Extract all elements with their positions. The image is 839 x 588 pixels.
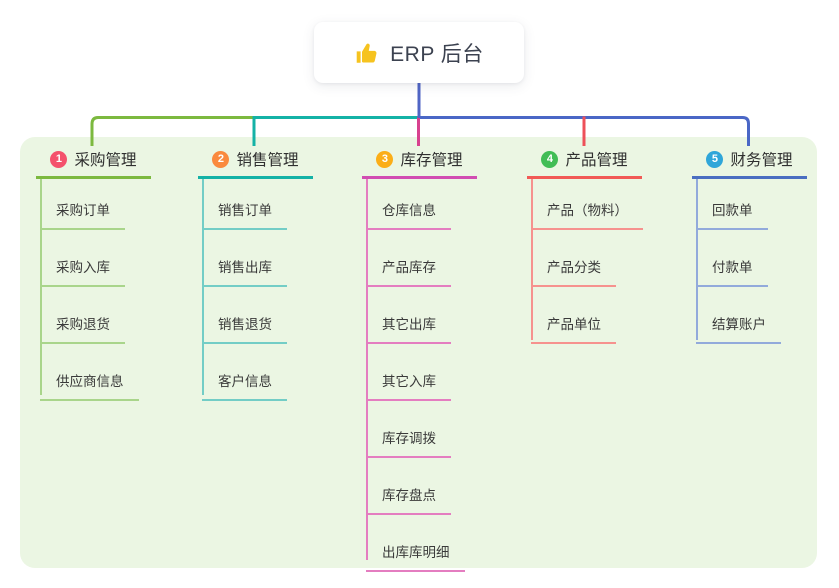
child-label: 回款单	[712, 203, 753, 218]
child-label: 产品库存	[382, 260, 436, 275]
branch-title: 财务管理	[730, 152, 793, 169]
child-label: 产品分类	[547, 260, 601, 275]
child-node[interactable]: 产品库存	[366, 230, 451, 287]
child-node[interactable]: 其它入库	[366, 344, 451, 401]
child-label: 库存调拨	[382, 431, 436, 446]
branch-child-line	[696, 179, 698, 340]
child-label: 产品单位	[547, 317, 601, 332]
child-node[interactable]: 采购退货	[40, 287, 125, 344]
branch-title: 销售管理	[236, 152, 299, 169]
child-node[interactable]: 产品分类	[531, 230, 616, 287]
child-node[interactable]: 回款单	[696, 179, 768, 230]
child-node[interactable]: 采购入库	[40, 230, 125, 287]
branch-sales: 2 销售管理 销售订单 销售出库 销售退货 客户信息	[198, 146, 313, 401]
child-node[interactable]: 产品单位	[531, 287, 616, 344]
child-node[interactable]: 采购订单	[40, 179, 125, 230]
branch-product: 4 产品管理 产品（物料） 产品分类 产品单位	[527, 146, 643, 344]
branch-title: 采购管理	[74, 152, 137, 169]
child-label: 其它入库	[382, 374, 436, 389]
branch-title: 库存管理	[400, 152, 463, 169]
branch-inventory: 3 库存管理 仓库信息 产品库存 其它出库 其它入库 库存调拨 库存盘点 出库库…	[362, 146, 477, 572]
branch-child-line	[531, 179, 533, 340]
child-node[interactable]: 结算账户	[696, 287, 781, 344]
branch-finance-header[interactable]: 5 财务管理	[692, 146, 807, 179]
branch-title: 产品管理	[565, 152, 628, 169]
child-node[interactable]: 销售订单	[202, 179, 287, 230]
branch-number-badge: 1	[50, 150, 68, 168]
branch-purchase: 1 采购管理 采购订单 采购入库 采购退货 供应商信息	[36, 146, 151, 401]
child-node[interactable]: 出库库明细	[366, 515, 465, 572]
child-label: 库存盘点	[382, 488, 436, 503]
branch-children: 回款单 付款单 结算账户	[696, 179, 781, 344]
child-node[interactable]: 供应商信息	[40, 344, 139, 401]
child-label: 采购订单	[56, 203, 110, 218]
child-label: 采购退货	[56, 317, 110, 332]
child-label: 结算账户	[712, 317, 766, 332]
branch-children: 产品（物料） 产品分类 产品单位	[531, 179, 643, 344]
child-label: 销售退货	[218, 317, 272, 332]
branch-purchase-header[interactable]: 1 采购管理	[36, 146, 151, 179]
child-label: 采购入库	[56, 260, 110, 275]
branch-number-badge: 4	[541, 150, 559, 168]
branch-finance: 5 财务管理 回款单 付款单 结算账户	[692, 146, 807, 344]
branch-product-header[interactable]: 4 产品管理	[527, 146, 642, 179]
child-node[interactable]: 库存调拨	[366, 401, 451, 458]
branch-number-badge: 3	[376, 150, 394, 168]
branch-inventory-header[interactable]: 3 库存管理	[362, 146, 477, 179]
child-label: 销售订单	[218, 203, 272, 218]
branch-child-line	[366, 179, 368, 560]
child-label: 出库库明细	[382, 545, 450, 560]
branch-number-badge: 2	[212, 150, 230, 168]
branch-child-line	[202, 179, 204, 395]
child-node[interactable]: 付款单	[696, 230, 768, 287]
child-label: 仓库信息	[382, 203, 436, 218]
branch-children: 仓库信息 产品库存 其它出库 其它入库 库存调拨 库存盘点 出库库明细	[366, 179, 465, 572]
child-node[interactable]: 其它出库	[366, 287, 451, 344]
root-node[interactable]: ERP 后台	[314, 22, 524, 83]
child-label: 供应商信息	[56, 374, 124, 389]
branch-number-badge: 5	[706, 150, 724, 168]
child-node[interactable]: 产品（物料）	[531, 179, 643, 230]
child-node[interactable]: 仓库信息	[366, 179, 451, 230]
child-node[interactable]: 销售退货	[202, 287, 287, 344]
child-label: 销售出库	[218, 260, 272, 275]
branch-sales-header[interactable]: 2 销售管理	[198, 146, 313, 179]
child-node[interactable]: 客户信息	[202, 344, 287, 401]
child-label: 客户信息	[218, 374, 272, 389]
child-label: 付款单	[712, 260, 753, 275]
branch-child-line	[40, 179, 42, 395]
child-node[interactable]: 销售出库	[202, 230, 287, 287]
child-label: 产品（物料）	[547, 203, 628, 218]
background-panel	[20, 137, 817, 568]
branch-children: 销售订单 销售出库 销售退货 客户信息	[202, 179, 287, 401]
child-node[interactable]: 库存盘点	[366, 458, 451, 515]
branch-children: 采购订单 采购入库 采购退货 供应商信息	[40, 179, 139, 401]
root-label: ERP 后台	[390, 42, 484, 66]
thumbs-up-icon	[354, 40, 380, 66]
child-label: 其它出库	[382, 317, 436, 332]
